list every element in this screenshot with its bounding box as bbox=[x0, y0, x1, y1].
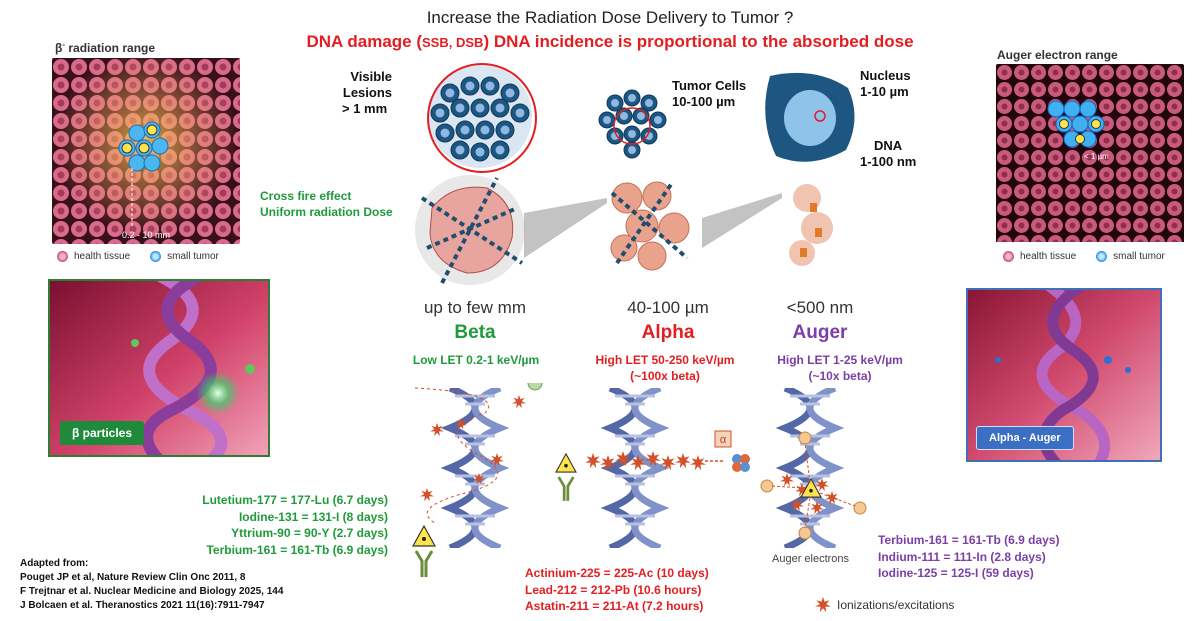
subtitle-ssb: SSB, bbox=[422, 35, 456, 50]
auger-tissue-image: < 1 µm bbox=[996, 64, 1184, 250]
tumor-cells-label: Tumor Cells 10-100 µm bbox=[672, 78, 746, 110]
tumor-cells-crossfire bbox=[610, 181, 690, 271]
zoom-connector-2 bbox=[702, 193, 782, 248]
visible-lesions-size: > 1 mm bbox=[342, 101, 388, 116]
scale-illustrations bbox=[427, 63, 855, 173]
alpha-let: High LET 50-250 keV/µm (~100x beta) bbox=[565, 352, 765, 384]
alpha-symbol: α bbox=[720, 434, 727, 446]
alpha-auger-badge: Alpha - Auger bbox=[976, 426, 1074, 450]
crossfire-illustrations bbox=[415, 175, 833, 285]
alpha-isotope-2: Lead-212 = 212-Pb (10.6 hours) bbox=[525, 582, 702, 597]
references: Adapted from: Pouget JP et al, Nature Re… bbox=[20, 557, 283, 613]
crossfire-line2: Uniform radiation Dose bbox=[260, 205, 393, 219]
nucleus-illustration bbox=[765, 72, 855, 162]
subtitle-part1: DNA damage ( bbox=[306, 32, 423, 51]
beta-type: Beta bbox=[454, 322, 496, 343]
crossfire-line1: Cross fire effect bbox=[260, 189, 352, 203]
auger-scale-text: < 1 µm bbox=[1084, 152, 1109, 161]
nucleus-title: Nucleus bbox=[860, 68, 911, 83]
beta-distance: up to few mm bbox=[423, 298, 527, 317]
tumor-cells-illustration bbox=[598, 89, 667, 159]
auger-type: Auger bbox=[792, 322, 848, 343]
alpha-type: Alpha bbox=[641, 322, 695, 343]
auger-range-label: Auger electron range bbox=[997, 48, 1118, 62]
small-tumor-icon bbox=[1096, 251, 1108, 262]
subtitle-part2: ) DNA incidence is proportional to the a… bbox=[483, 32, 914, 51]
reference-header: Adapted from: bbox=[20, 558, 89, 569]
ionizations-label: Ionizations/excitations bbox=[837, 598, 955, 612]
lesion-crossfire bbox=[415, 175, 525, 285]
auger-isotope-1: Terbium-161 = 161-Tb (6.9 days) bbox=[878, 533, 1060, 547]
auger-let: High LET 1-25 keV/µm (~10x beta) bbox=[740, 352, 940, 384]
diagram-title: Increase the Radiation Dose Delivery to … bbox=[426, 8, 794, 27]
dna-scale-cells bbox=[789, 184, 833, 266]
health-tissue-icon bbox=[57, 251, 68, 262]
dna-size: 1-100 nm bbox=[860, 154, 917, 169]
legend-health-label: health tissue bbox=[74, 251, 131, 262]
auger-isotope-2: Indium-111 = 111-In (2.8 days) bbox=[878, 549, 1046, 564]
beta-isotopes: Lutetium-177 = 177-Lu (6.7 days) Iodine-… bbox=[180, 492, 388, 558]
diagram-subtitle: DNA damage (SSB, DSB) DNA incidence is p… bbox=[270, 32, 950, 52]
subtitle-dsb: DSB bbox=[455, 35, 484, 50]
beta-isotope-4: Terbium-161 = 161-Tb (6.9 days) bbox=[206, 542, 388, 557]
right-legend: health tissue small tumor bbox=[1003, 251, 1165, 262]
legend-health-label: health tissue bbox=[1020, 251, 1077, 262]
beta-let: Low LET 0.2-1 keV/µm bbox=[376, 352, 576, 368]
auger-isotopes: Terbium-161 = 161-Tb (6.9 days) Indium-1… bbox=[878, 532, 1060, 582]
alpha-dna-helix: α bbox=[555, 388, 750, 548]
alpha-let-line1: High LET 50-250 keV/µm bbox=[595, 353, 735, 367]
auger-let-line2: (~10x beta) bbox=[808, 369, 872, 383]
alpha-isotope-3: Astatin-211 = 211-At (7.2 hours) bbox=[525, 599, 704, 613]
beta-let-line1: Low LET 0.2-1 keV/µm bbox=[412, 353, 540, 367]
nucleus-label: Nucleus 1-10 µm bbox=[860, 68, 911, 100]
ionizations-legend: Ionizations/excitations bbox=[815, 597, 954, 613]
auger-isotope-3: Iodine-125 = 125-I (59 days) bbox=[878, 566, 1034, 580]
auger-electrons-label: Auger electrons bbox=[772, 553, 850, 565]
dna-title: DNA bbox=[874, 138, 903, 153]
alpha-let-line2: (~100x beta) bbox=[630, 369, 700, 383]
visible-lesions-label: Visible Lesions > 1 mm bbox=[320, 69, 392, 117]
auger-distance: <500 nm bbox=[786, 298, 854, 317]
tumor-cells-title: Tumor Cells bbox=[672, 78, 747, 93]
small-tumor-icon bbox=[150, 251, 162, 262]
reference-2: F Trejtnar et al. Nuclear Medicine and B… bbox=[20, 586, 284, 597]
alpha-isotope-1: Actinium-225 = 225-Ac (10 days) bbox=[525, 566, 709, 580]
beta-isotope-2: Iodine-131 = 131-I (8 days) bbox=[238, 509, 388, 524]
alpha-distance: 40-100 µm bbox=[627, 298, 709, 317]
tumor-cells-size: 10-100 µm bbox=[672, 94, 736, 109]
nucleus-size: 1-10 µm bbox=[860, 84, 909, 99]
ionization-burst-icon bbox=[815, 597, 831, 613]
beta-isotope-3: Yttrium-90 = 90-Y (2.7 days) bbox=[231, 526, 388, 540]
auger-let-line1: High LET 1-25 keV/µm bbox=[777, 353, 903, 367]
left-legend: health tissue small tumor bbox=[57, 251, 219, 262]
visible-lesions-title: Visible Lesions bbox=[342, 69, 392, 100]
auger-dna-helix bbox=[760, 388, 867, 548]
lesion-illustration bbox=[427, 63, 537, 173]
alpha-isotopes: Actinium-225 = 225-Ac (10 days) Lead-212… bbox=[525, 565, 709, 615]
beta-isotope-1: Lutetium-177 = 177-Lu (6.7 days) bbox=[202, 493, 388, 507]
crossfire-label: Cross fire effect Uniform radiation Dose bbox=[260, 188, 393, 220]
zoom-connector-1 bbox=[524, 198, 607, 258]
reference-1: Pouget JP et al, Nature Review Clin Onc … bbox=[20, 572, 246, 583]
legend-tumor-label: small tumor bbox=[167, 251, 219, 262]
dna-illustrations: α bbox=[412, 383, 867, 579]
beta-tissue-image: 0.2 - 10 mm bbox=[52, 58, 240, 244]
beta-symbol: β bbox=[55, 41, 63, 55]
beta-range-text: radiation range bbox=[68, 41, 156, 55]
beta-sup: - bbox=[62, 40, 65, 49]
legend-tumor-label: small tumor bbox=[1113, 251, 1165, 262]
beta-scale-text: 0.2 - 10 mm bbox=[122, 230, 170, 240]
dna-label: DNA 1-100 nm bbox=[860, 138, 916, 170]
alpha-auger-photo: Alpha - Auger bbox=[966, 288, 1162, 462]
beta-particles-photo: β particles bbox=[48, 279, 270, 457]
beta-particles-badge: β particles bbox=[60, 421, 145, 445]
beta-range-label: β- radiation range bbox=[55, 40, 155, 55]
reference-3: J Bolcaen et al. Theranostics 2021 11(16… bbox=[20, 600, 265, 611]
beta-dna-helix bbox=[412, 383, 543, 579]
health-tissue-icon bbox=[1003, 251, 1014, 262]
